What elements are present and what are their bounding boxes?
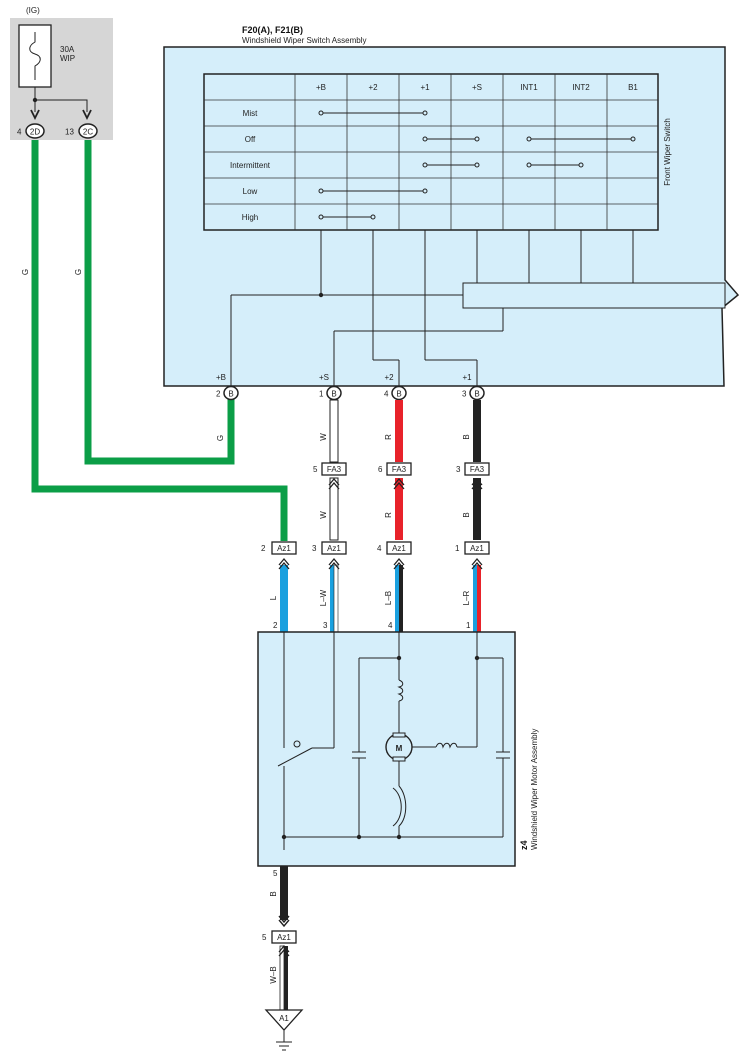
- svg-text:2C: 2C: [83, 128, 93, 137]
- svg-text:Az1: Az1: [277, 933, 291, 942]
- wire-label-b: B: [462, 512, 471, 517]
- green-wires: G G G: [21, 140, 288, 541]
- wire-label-b: B: [462, 434, 471, 439]
- fa3-connectors: FA3 5 FA3 6 FA3 3: [313, 462, 490, 476]
- svg-text:Az1: Az1: [392, 544, 406, 553]
- motor-name: Windshield Wiper Motor Assembly: [530, 729, 539, 850]
- svg-text:4: 4: [377, 544, 382, 553]
- svg-text:3: 3: [312, 544, 317, 553]
- terminal-label: +B: [216, 373, 226, 382]
- motor-ref: z4: [519, 840, 529, 850]
- ground-icon: [276, 1030, 292, 1051]
- terminal-label: +S: [319, 373, 329, 382]
- row-label: Low: [243, 187, 258, 196]
- connector-b-2: [223, 385, 239, 401]
- wire-label-g-right: G: [74, 269, 83, 275]
- terminal-label: +1: [462, 373, 472, 382]
- wire-label-wb: W–B: [269, 966, 278, 983]
- switch-assembly: F20(A), F21(B) Windshield Wiper Switch A…: [163, 25, 740, 387]
- svg-text:B: B: [396, 390, 401, 399]
- upper-harness: W R B W R B FA3 5 FA3 6 FA3 3: [313, 399, 490, 541]
- motor-assembly: 2 3 4 1 z4 Windshield Wiper Motor Assemb…: [257, 621, 539, 867]
- svg-text:Az1: Az1: [327, 544, 341, 553]
- ground-triangle: [264, 1009, 304, 1031]
- wire-label-g-left: G: [21, 269, 30, 275]
- col-header: INT1: [520, 83, 538, 92]
- col-header: +B: [316, 83, 326, 92]
- connector-2d: [25, 123, 45, 139]
- svg-text:6: 6: [378, 465, 383, 474]
- switch-name: Windshield Wiper Switch Assembly: [242, 36, 366, 45]
- svg-text:5: 5: [273, 869, 278, 878]
- ig-fuse-block: (IG) 30A WIP 2D 4 2C 13: [10, 6, 113, 140]
- svg-text:Az1: Az1: [470, 544, 484, 553]
- svg-text:2: 2: [261, 544, 266, 553]
- fuse-icon: [29, 32, 41, 80]
- switch-connectors: B 2 B 1 B 4 B 3: [216, 385, 485, 401]
- connector-2c: [78, 123, 98, 139]
- svg-text:FA3: FA3: [470, 465, 485, 474]
- fuse-name: WIP: [60, 54, 75, 63]
- row-label: High: [242, 213, 258, 222]
- svg-text:13: 13: [65, 128, 74, 137]
- col-header: +1: [420, 83, 430, 92]
- row-label: Mist: [243, 109, 258, 118]
- wire-label-w: W: [319, 511, 328, 519]
- ground-label: A1: [279, 1014, 289, 1023]
- col-header: INT2: [572, 83, 590, 92]
- svg-text:5: 5: [313, 465, 318, 474]
- green-wire-2d: [31, 140, 288, 541]
- connector-b-4: [391, 385, 407, 401]
- svg-text:FA3: FA3: [392, 465, 407, 474]
- wire-label-g-lower: G: [216, 435, 225, 441]
- svg-text:4: 4: [388, 621, 393, 630]
- ground-harness: 5 B Az1 5 W–B A1: [262, 866, 304, 1051]
- svg-text:FA3: FA3: [327, 465, 342, 474]
- col-header: +S: [472, 83, 482, 92]
- svg-text:4: 4: [17, 128, 22, 137]
- wire-label-r: R: [384, 512, 393, 518]
- row-label: Intermittent: [230, 161, 271, 170]
- wire-label-lw: L–W: [319, 589, 328, 606]
- svg-text:B: B: [474, 390, 479, 399]
- col-header: B1: [628, 83, 638, 92]
- row-label: Off: [245, 135, 256, 144]
- svg-text:3: 3: [462, 390, 467, 399]
- svg-text:1: 1: [319, 390, 324, 399]
- svg-text:4: 4: [384, 390, 389, 399]
- ig-label: (IG): [26, 6, 40, 15]
- svg-text:2: 2: [273, 621, 278, 630]
- motor-harness: L L–W L–B L–R: [269, 557, 483, 633]
- switch-ref: F20(A), F21(B): [242, 25, 303, 35]
- switch-sub-name: Front Wiper Switch: [663, 118, 672, 186]
- svg-text:B: B: [228, 390, 233, 399]
- green-wire-2c: [84, 140, 235, 465]
- svg-text:3: 3: [323, 621, 328, 630]
- terminal-label: +2: [384, 373, 394, 382]
- wire-label-w: W: [319, 433, 328, 441]
- col-header: +2: [368, 83, 378, 92]
- connector-b-3: [469, 385, 485, 401]
- wire-label-lb: L–B: [384, 591, 393, 605]
- svg-text:2: 2: [216, 390, 221, 399]
- svg-text:5: 5: [262, 933, 267, 942]
- svg-text:Az1: Az1: [277, 544, 291, 553]
- switch-table: +B +2 +1 +S INT1 INT2 B1 Mist Off Interm…: [203, 73, 659, 231]
- az1-top-connectors: Az1 2 Az1 3 Az1 4 Az1 1: [261, 541, 490, 555]
- wire-label-r: R: [384, 434, 393, 440]
- wire-label-lr: L–R: [462, 590, 471, 605]
- az1-bottom-connector: [271, 930, 297, 944]
- svg-text:2D: 2D: [30, 128, 40, 137]
- motor-icon: M: [396, 744, 403, 753]
- fuse-rating: 30A: [60, 45, 75, 54]
- svg-text:3: 3: [456, 465, 461, 474]
- wire-label-b-low: B: [269, 891, 278, 896]
- svg-text:1: 1: [455, 544, 460, 553]
- wire-label-l: L: [269, 595, 278, 600]
- svg-text:1: 1: [466, 621, 471, 630]
- switch-inner-wiring: [230, 230, 726, 386]
- svg-text:B: B: [331, 390, 336, 399]
